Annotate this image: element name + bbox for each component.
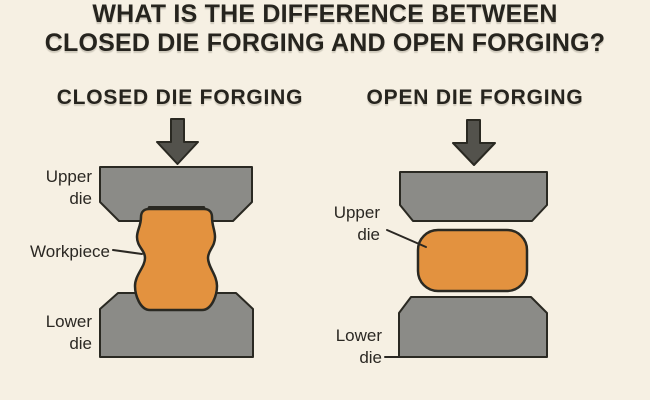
label-line: Upper [45, 167, 92, 186]
open-upper-die-label: Upper die [308, 202, 380, 246]
open-workpiece-shape [416, 228, 529, 293]
down-arrow-icon [452, 119, 496, 166]
page-title: WHAT IS THE DIFFERENCE BETWEEN CLOSED DI… [0, 0, 650, 58]
label-line: Lower [335, 326, 382, 345]
closed-die-diagram [99, 118, 254, 358]
page-title-line1: WHAT IS THE DIFFERENCE BETWEEN [92, 0, 558, 28]
open-die-diagram [384, 119, 548, 358]
label-line: die [357, 225, 380, 244]
label-line: die [69, 334, 92, 353]
open-die-heading: OPEN DIE FORGING [366, 86, 584, 109]
closed-workpiece-label: Workpiece [30, 242, 110, 261]
closed-upper-die-label: Upper die [20, 166, 92, 210]
down-arrow-icon [156, 118, 199, 165]
label-line: die [69, 189, 92, 208]
page-title-line2: CLOSED DIE FORGING AND OPEN FORGING? [44, 29, 606, 57]
label-line: Upper [333, 203, 380, 222]
open-upper-die-shape [399, 171, 548, 222]
closed-workpiece-shape [133, 207, 219, 312]
closed-upper-die-shape [99, 166, 253, 222]
closed-lower-die-label: Lower die [20, 311, 92, 355]
workpiece-leader-line [112, 249, 143, 255]
closed-die-heading: CLOSED DIE FORGING [56, 86, 304, 109]
open-lower-die-label: Lower die [310, 325, 382, 369]
open-lower-die-shape [398, 296, 548, 358]
label-line: die [359, 348, 382, 367]
upper-die-leader-line [386, 229, 427, 248]
label-line: Lower [45, 312, 92, 331]
